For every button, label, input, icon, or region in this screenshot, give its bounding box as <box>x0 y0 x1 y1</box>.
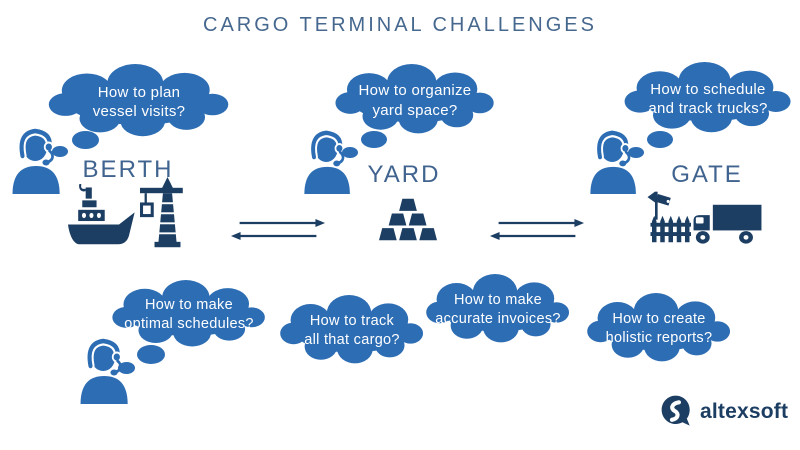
thought-bubble-yard: How to organize yard space? <box>333 64 497 137</box>
bubble-line: optimal schedules? <box>124 316 254 332</box>
bubble-line: How to organize <box>358 82 472 100</box>
thought-puff-icon <box>118 362 135 374</box>
station-label-yard: YARD <box>367 161 441 188</box>
thought-bubble-yard-text: How to organize yard space? <box>333 64 497 137</box>
thought-bubble-schedules-text: How to make optimal schedules? <box>110 280 268 350</box>
thought-puff-icon <box>628 147 644 158</box>
thought-bubble-reports: How to create holistic reports? <box>585 293 733 365</box>
station-label-berth: BERTH <box>82 156 174 183</box>
thought-bubble-berth-text: How to plan vessel visits? <box>46 64 232 140</box>
thought-bubble-schedules: How to make optimal schedules? <box>110 280 268 350</box>
bubble-line: How to track <box>309 313 395 330</box>
altexsoft-logo-text: altexsoft <box>700 399 789 423</box>
thought-puff-icon <box>52 146 68 157</box>
bubble-line: and track trucks? <box>648 100 768 117</box>
bubble-line: holistic reports? <box>605 330 713 346</box>
thought-bubble-cargo: How to track all that cargo? <box>278 295 426 367</box>
flow-arrows-berth-yard <box>230 217 326 242</box>
thought-bubble-berth: How to plan vessel visits? <box>46 64 232 140</box>
thought-puff-icon <box>361 131 387 148</box>
thought-bubble-cargo-text: How to track all that cargo? <box>278 295 426 367</box>
page-title: CARGO TERMINAL CHALLENGES <box>203 14 597 36</box>
thought-bubble-invoices-text: How to make accurate invoices? <box>424 274 572 346</box>
bubble-line: How to plan <box>97 83 181 101</box>
container-stack-icon <box>379 198 437 241</box>
thought-puff-icon <box>72 131 99 149</box>
thought-puff-icon <box>342 147 358 158</box>
thought-bubble-gate-text: How to schedule and track trucks? <box>622 62 794 136</box>
bubble-line: How to schedule <box>650 80 766 98</box>
station-label-gate: GATE <box>671 161 743 188</box>
bubble-line: yard space? <box>372 101 458 119</box>
operator-headset-icon <box>586 128 642 194</box>
thought-puff-icon <box>137 345 165 364</box>
bubble-line: How to make <box>454 292 542 309</box>
fence-camera-icon <box>647 191 691 243</box>
thought-bubble-reports-text: How to create holistic reports? <box>585 293 733 365</box>
bubble-line: How to make <box>145 297 233 314</box>
crane-icon <box>140 177 185 248</box>
thought-bubble-gate: How to schedule and track trucks? <box>622 62 794 136</box>
flow-arrows-yard-gate <box>489 217 585 242</box>
bubble-line: accurate invoices? <box>435 311 561 327</box>
bubble-line: all that cargo? <box>304 332 400 348</box>
truck-icon <box>693 204 762 244</box>
bubble-line: vessel visits? <box>92 103 186 120</box>
ship-icon <box>68 184 136 246</box>
thought-bubble-invoices: How to make accurate invoices? <box>424 274 572 346</box>
bubble-line: How to create <box>612 311 706 328</box>
altexsoft-logo: altexsoft <box>660 394 788 429</box>
thought-puff-icon <box>647 131 673 148</box>
altexsoft-logo-icon <box>660 394 693 429</box>
